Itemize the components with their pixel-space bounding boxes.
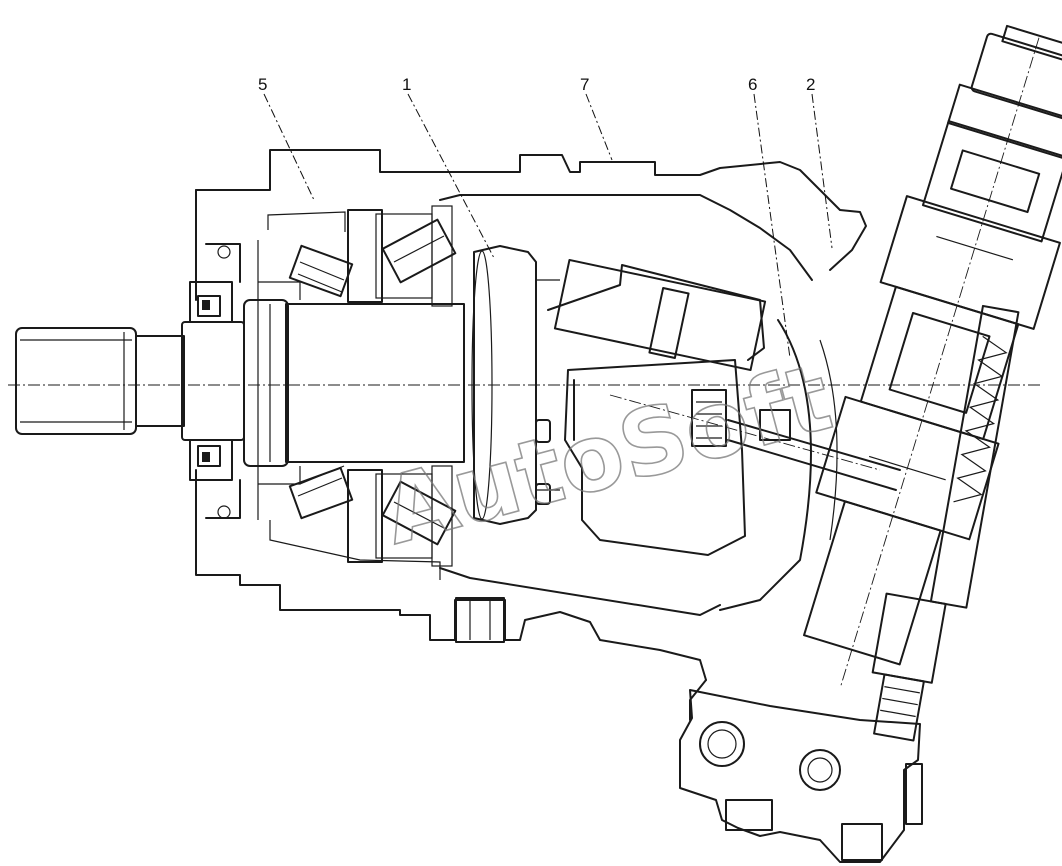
watermark: AutoSoft: [372, 344, 841, 566]
drive-shaft: [15, 321, 245, 441]
shaft-seal: [189, 243, 241, 519]
drain-port: [455, 597, 505, 643]
callout-1: 1: [402, 75, 411, 94]
control-piston-housing: [803, 24, 1062, 689]
rear-bearing-upper: [381, 218, 457, 284]
piston-axis-line: [609, 394, 881, 471]
callout-leaders: [263, 93, 833, 359]
callout-7: 7: [580, 75, 589, 94]
callout-5: 5: [258, 75, 267, 94]
control-valve: [871, 304, 1020, 742]
front-bearing-lower: [288, 465, 354, 520]
front-bearing-upper: [288, 244, 354, 298]
callout-2: 2: [806, 75, 815, 94]
shaft-body: [243, 281, 465, 485]
callout-6: 6: [748, 75, 757, 94]
bearing-spacers: [347, 205, 453, 567]
port-plate: [679, 689, 923, 863]
control-lens: [719, 319, 901, 611]
housing: [195, 149, 867, 721]
rear-bearing-lower: [381, 480, 457, 546]
